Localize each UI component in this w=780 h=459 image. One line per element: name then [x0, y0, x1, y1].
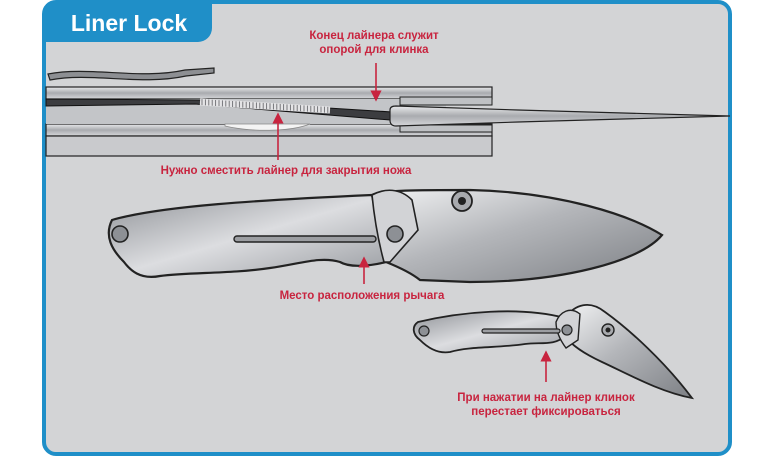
blade-tang-lower [399, 124, 493, 133]
bottom-liner [45, 135, 493, 157]
large-blade [370, 188, 664, 284]
large-liner-slot [233, 235, 377, 243]
label-shift-liner: Нужно сместить лайнер для закрытия ножа [160, 165, 412, 177]
label-liner-end: Конец лайнера служит опорой для клинка [296, 29, 452, 57]
large-stop-pin [386, 225, 404, 243]
cross-section-view [45, 67, 731, 157]
small-handle-screw [418, 325, 430, 337]
pocket-clip [47, 67, 215, 81]
label-liner-end-line2: опорой для клинка [319, 44, 429, 56]
open-knife-large [107, 188, 664, 284]
label-lever-location: Место расположения рычага [279, 290, 445, 302]
small-liner-slot [481, 328, 561, 334]
small-stop-pin [561, 324, 573, 336]
small-blade [564, 304, 695, 400]
open-knife-small [412, 304, 695, 400]
liner-ticks [201, 99, 329, 113]
label-liner-end-line1: Конец лайнера служит [309, 30, 439, 42]
liner-texture [199, 98, 331, 114]
label-press-liner-line1: При нажатии на лайнер клинок [457, 392, 635, 404]
blade-cross-section [389, 105, 731, 127]
diagram-title: Liner Lock [46, 4, 212, 42]
large-handle-screw [111, 225, 129, 243]
label-press-liner: При нажатии на лайнер клинок перестает ф… [428, 391, 664, 419]
label-press-liner-line2: перестает фиксироваться [471, 406, 621, 418]
blade-tang [399, 96, 493, 106]
